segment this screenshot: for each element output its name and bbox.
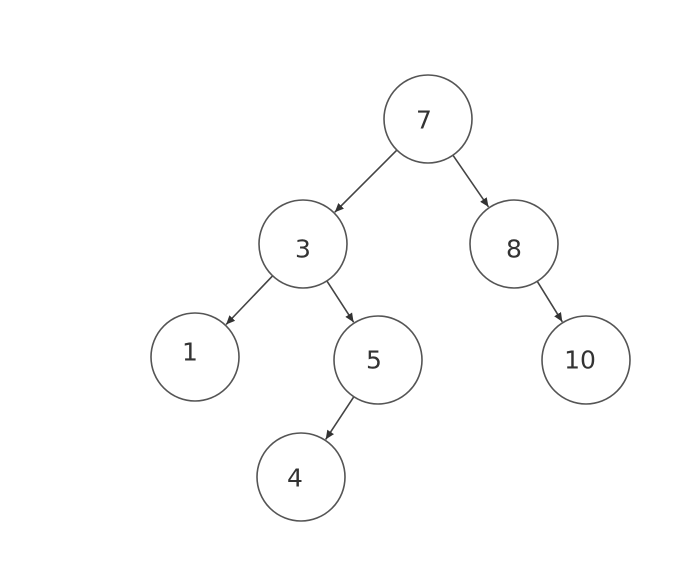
tree-node-8: 8: [469, 199, 559, 289]
node-label: 4: [287, 464, 303, 493]
edge-7-to-3: [334, 146, 401, 213]
node-circle: [383, 74, 473, 164]
tree-node-10: 10: [541, 315, 631, 405]
edge-7-to-8: [449, 150, 490, 208]
node-circle: [469, 199, 559, 289]
node-label: 5: [366, 346, 382, 375]
tree-node-1: 1: [150, 312, 240, 402]
node-circle: [150, 312, 240, 402]
node-circle: [258, 199, 348, 289]
node-circle: [256, 432, 346, 522]
node-label: 10: [564, 346, 596, 375]
tree-node-3: 3: [258, 199, 348, 289]
tree-node-4: 4: [256, 432, 346, 522]
edge-3-to-5: [323, 276, 355, 323]
node-label: 7: [416, 106, 432, 135]
edge-3-to-1: [225, 271, 277, 326]
node-circle: [541, 315, 631, 405]
node-label: 1: [182, 338, 198, 367]
nodes-layer: 7 3 8 1 5 10 4: [150, 74, 631, 522]
edges-layer: [225, 146, 563, 440]
edge-5-to-4: [325, 392, 358, 440]
node-label: 3: [295, 235, 311, 264]
tree-node-5: 5: [333, 315, 423, 405]
tree-node-7: 7: [383, 74, 473, 164]
edge-8-to-10: [533, 276, 563, 323]
node-circle: [333, 315, 423, 405]
node-label: 8: [506, 235, 522, 264]
